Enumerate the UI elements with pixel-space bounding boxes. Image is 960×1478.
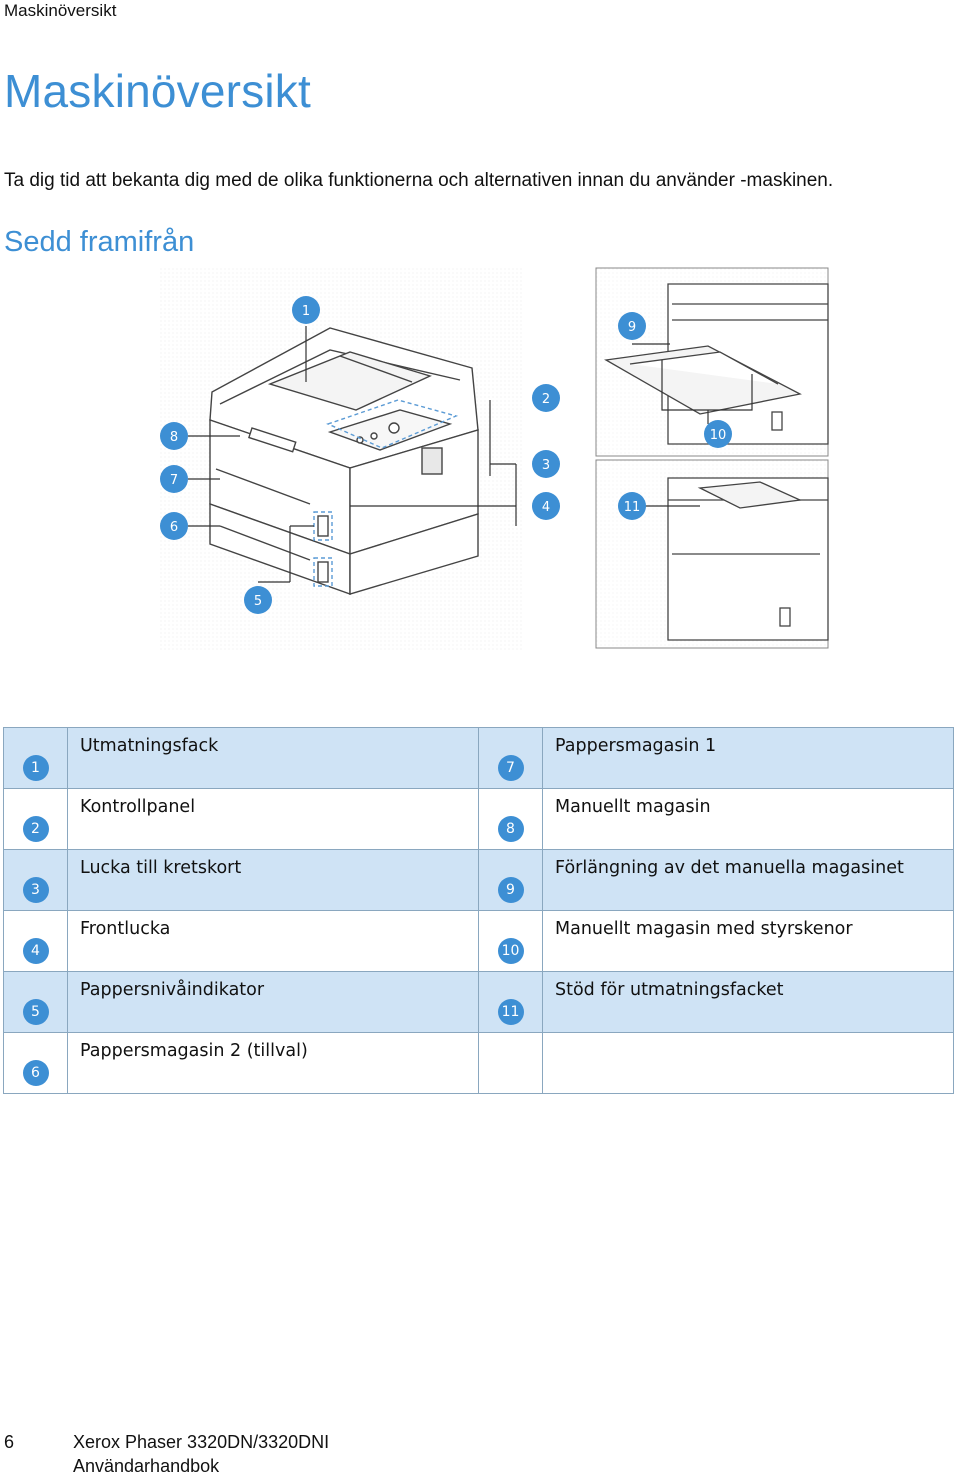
legend-row: 4 Frontlucka 10 Manuellt magasin med sty… <box>3 910 954 972</box>
intro-text: Ta dig tid att bekanta dig med de olika … <box>4 170 834 191</box>
svg-text:2: 2 <box>542 392 550 407</box>
svg-text:11: 11 <box>624 500 641 515</box>
printer-illustration: 1 2 3 4 5 6 7 8 9 10 11 <box>160 267 829 652</box>
footer-guide: Användarhandbok <box>73 1456 220 1476</box>
callout-4: 4 <box>532 492 560 520</box>
legend-row: 6 Pappersmagasin 2 (tillval) <box>3 1032 954 1094</box>
legend-badge: 5 <box>22 999 49 1025</box>
legend-badge: 8 <box>497 816 524 842</box>
callout-7: 7 <box>160 465 188 493</box>
leader-lines <box>188 326 517 583</box>
legend-label: Kontrollpanel <box>67 788 479 850</box>
footer-product: Xerox Phaser 3320DN/3320DNI <box>73 1432 330 1452</box>
callout-1: 1 <box>292 296 320 324</box>
running-header: Maskinöversikt <box>4 1 117 20</box>
legend-badge: 1 <box>22 755 49 781</box>
callout-9: 9 <box>618 312 646 340</box>
legend-badge: 11 <box>497 999 524 1025</box>
legend-badge: 2 <box>22 816 49 842</box>
legend-label: Förlängning av det manuella magasinet <box>542 849 954 911</box>
legend-label: Pappersmagasin 2 (tillval) <box>67 1032 479 1094</box>
callout-10: 10 <box>704 420 732 448</box>
legend-empty-cell <box>478 1032 543 1094</box>
printer-figure: 1 2 3 4 5 6 7 8 9 10 11 <box>160 264 832 654</box>
legend-label: Manuellt magasin med styrskenor <box>542 910 954 972</box>
legend-row: 3 Lucka till kretskort 9 Förlängning av … <box>3 849 954 911</box>
footer-page-number: 6 <box>4 1432 15 1452</box>
legend-label: Manuellt magasin <box>542 788 954 850</box>
section-title: Sedd framifrån <box>4 226 195 258</box>
svg-text:8: 8 <box>170 430 178 445</box>
legend-table: 1 Utmatningsfack 7 Pappersmagasin 1 2 Ko… <box>3 727 954 1094</box>
legend-label: Lucka till kretskort <box>67 849 479 911</box>
legend-badge: 9 <box>497 877 524 903</box>
callout-5: 5 <box>244 586 272 614</box>
inset-output-support <box>595 459 829 649</box>
svg-text:1: 1 <box>302 304 310 319</box>
svg-text:6: 6 <box>170 520 178 535</box>
page-title: Maskinöversikt <box>4 65 311 117</box>
callouts: 1 2 3 4 5 6 7 8 9 10 11 <box>160 296 732 614</box>
svg-text:4: 4 <box>542 500 550 515</box>
callout-11: 11 <box>618 492 646 520</box>
legend-badge: 6 <box>22 1060 49 1086</box>
svg-text:9: 9 <box>628 320 636 335</box>
legend-row: 1 Utmatningsfack 7 Pappersmagasin 1 <box>3 727 954 789</box>
callout-6: 6 <box>160 512 188 540</box>
legend-label: Stöd för utmatningsfacket <box>542 971 954 1033</box>
callout-8: 8 <box>160 422 188 450</box>
legend-label: Frontlucka <box>67 910 479 972</box>
legend-label: Utmatningsfack <box>67 727 479 789</box>
legend-row: 2 Kontrollpanel 8 Manuellt magasin <box>3 788 954 850</box>
svg-text:3: 3 <box>542 458 550 473</box>
legend-empty-cell <box>542 1032 954 1094</box>
svg-text:5: 5 <box>254 594 262 609</box>
printer-body <box>209 327 479 595</box>
svg-text:10: 10 <box>710 428 727 443</box>
legend-label: Pappersnivåindikator <box>67 971 479 1033</box>
svg-text:7: 7 <box>170 473 178 488</box>
legend-badge: 7 <box>497 755 524 781</box>
legend-row: 5 Pappersnivåindikator 11 Stöd för utmat… <box>3 971 954 1033</box>
callout-3: 3 <box>532 450 560 478</box>
legend-badge: 4 <box>22 938 49 964</box>
legend-badge: 3 <box>22 877 49 903</box>
legend-badge: 10 <box>497 938 524 964</box>
legend-label: Pappersmagasin 1 <box>542 727 954 789</box>
callout-2: 2 <box>532 384 560 412</box>
